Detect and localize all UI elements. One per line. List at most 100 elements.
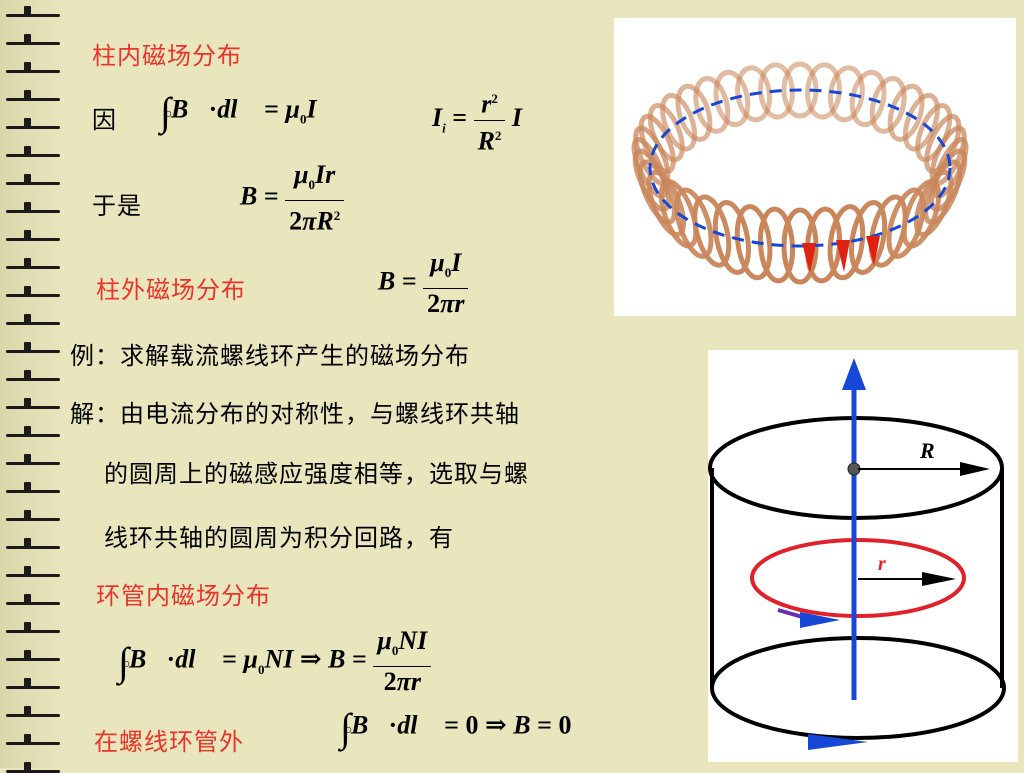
spine-ring-post (24, 90, 31, 99)
toroid-coil-image (614, 18, 1016, 316)
solution-line-3: 线环共轴的圆周为积分回路，有 (104, 524, 454, 552)
radius-R-label: R (919, 438, 935, 463)
spine-ring-post (24, 538, 31, 547)
spine-ring-bar (6, 70, 60, 73)
radius-r-arrowhead (922, 572, 956, 586)
coil-turn (734, 204, 773, 281)
coil-turn (929, 125, 967, 187)
spine-ring-post (24, 734, 31, 743)
heading-inside-toroid: 环管内磁场分布 (96, 582, 271, 610)
spine-ring-post (24, 510, 31, 519)
spine-ring-bar (6, 518, 60, 521)
spine-ring-bar (6, 294, 60, 297)
spine-ring-bar (6, 686, 60, 689)
spine-ring-bar (6, 434, 60, 437)
spine-ring-post (24, 650, 31, 659)
spine-ring-bar (6, 42, 60, 45)
coil-turn (827, 65, 865, 123)
spine-ring-post (24, 566, 31, 575)
cylinder-drawing: R r (708, 358, 1006, 750)
spine-ring-post (24, 118, 31, 127)
spine-ring-bar (6, 602, 60, 605)
example-text: 例：求解载流螺线环产生的磁场分布 (70, 342, 470, 370)
toroid-centerline-dashed (648, 88, 952, 248)
coil-turn (827, 204, 866, 281)
coil-turn (647, 103, 685, 163)
spine-ring-post (24, 258, 31, 267)
spine-ring-bar (6, 462, 60, 465)
spine-ring-post (24, 426, 31, 435)
coil-turn (868, 194, 908, 268)
cylinder-diagram: R r (708, 350, 1018, 762)
spine-ring-bar (6, 266, 60, 269)
spine-ring-post (24, 398, 31, 407)
spine-ring-post (24, 762, 31, 771)
coil-turn (757, 206, 796, 284)
spine-ring-post (24, 34, 31, 43)
radius-r-label: r (878, 553, 886, 575)
current-direction-arrows (802, 236, 880, 273)
toroid-coil-drawing (631, 61, 969, 285)
cylinder-bottom-ellipse (710, 636, 1006, 740)
spine-ring-post (24, 202, 31, 211)
spine-ring-bar (6, 406, 60, 409)
loop-direction-arrow (800, 612, 840, 628)
coil-turn (902, 92, 940, 152)
spine-ring-bar (6, 238, 60, 241)
spine-ring-post (24, 146, 31, 155)
integration-loop-circle (750, 538, 966, 618)
spine-ring-post (24, 594, 31, 603)
spine-ring-bar (6, 714, 60, 717)
heading-outside-toroid: 在螺线环管外 (94, 728, 244, 756)
current-axis-arrowhead (842, 358, 866, 390)
spine-ring-post (24, 678, 31, 687)
spine-ring-bar (6, 210, 60, 213)
heading-inside-column: 柱内磁场分布 (92, 42, 242, 70)
heading-outside-column: 柱外磁场分布 (96, 276, 246, 304)
spine-ring-post (24, 314, 31, 323)
spine-ring-post (24, 454, 31, 463)
spine-ring-bar (6, 126, 60, 129)
spine-ring-post (24, 342, 31, 351)
solution-line-2: 的圆周上的磁感应强度相等，选取与螺 (104, 460, 529, 488)
coil-turn (638, 113, 676, 174)
spine-ring-bar (6, 742, 60, 745)
spine-ring-bar (6, 154, 60, 157)
field-outside-toroid-equation: ∫○B⃗·dl⃗ = 0 ⇒ B = 0 (340, 705, 572, 750)
spine-ring-bar (6, 98, 60, 101)
coil-turn (849, 69, 887, 128)
coil-turn (675, 83, 713, 142)
spine-ring-post (24, 286, 31, 295)
spine-ring-post (24, 174, 31, 183)
ampere-law-equation: ∫○B⃗·dl⃗ = μ0I (160, 89, 317, 134)
spine-ring-bar (6, 630, 60, 633)
coil-turn (887, 83, 925, 142)
notebook-spine (0, 0, 62, 773)
spine-ring-post (24, 230, 31, 239)
coil-turn (693, 76, 731, 134)
spine-ring-bar (6, 350, 60, 353)
spine-ring-post (24, 706, 31, 715)
coil-turn (849, 200, 888, 275)
spine-ring-bar (6, 574, 60, 577)
spine-ring-post (24, 622, 31, 631)
spine-ring-post (24, 6, 31, 15)
spine-ring-post (24, 482, 31, 491)
spine-ring-bar (6, 378, 60, 381)
spine-ring-post (24, 62, 31, 71)
coil-turn (712, 200, 751, 275)
spine-ring-bar (6, 546, 60, 549)
coil-turn (660, 92, 698, 152)
spine-ring-bar (6, 658, 60, 661)
spine-ring-post (24, 370, 31, 379)
bottom-direction-arrow (808, 734, 868, 750)
spine-ring-bar (6, 182, 60, 185)
spine-ring-bar (6, 14, 60, 17)
radius-R-arrowhead (960, 462, 990, 476)
because-label: 因 (92, 106, 117, 134)
therefore-label: 于是 (92, 192, 142, 220)
